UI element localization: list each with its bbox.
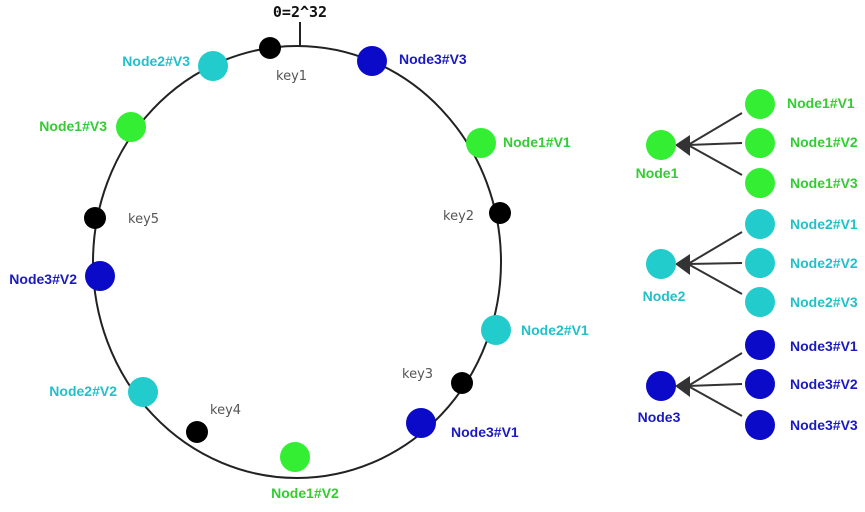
mapping-node1-v1 xyxy=(745,89,775,119)
vnode-node1-v3 xyxy=(116,112,146,142)
physical-node3-label: Node3 xyxy=(638,409,681,425)
mapping-node2: Node2 Node2#V1 Node2#V2 Node2#V3 xyxy=(643,209,858,317)
key3-dot xyxy=(451,372,473,394)
mapping-node1-v2-label: Node1#V2 xyxy=(790,134,858,150)
physical-node1 xyxy=(646,130,676,160)
arrow-head-icon xyxy=(675,135,690,156)
vnode-node2-v3 xyxy=(198,51,228,81)
mapping-node3-v1 xyxy=(745,330,775,360)
key4-label: key4 xyxy=(210,403,241,418)
key2-label: key2 xyxy=(443,209,474,224)
vnode-node3-v2-label: Node3#V2 xyxy=(9,271,77,287)
mapping-node3-v3 xyxy=(745,410,775,440)
physical-node2-label: Node2 xyxy=(643,288,686,304)
key5-dot xyxy=(84,207,106,229)
key2-dot xyxy=(489,202,511,224)
key4-dot xyxy=(186,421,208,443)
key1-label: key1 xyxy=(276,69,307,84)
mapping-node3: Node3 Node3#V1 Node3#V2 Node3#V3 xyxy=(638,330,858,440)
vnode-node3-v2 xyxy=(85,261,115,291)
vnode-node2-v1 xyxy=(481,315,511,345)
arrow-head-icon xyxy=(675,376,690,397)
vnode-node1-v1-label: Node1#V1 xyxy=(503,134,571,150)
mapping-node1-v2 xyxy=(745,128,775,158)
origin-label: 0=2^32 xyxy=(273,3,327,21)
vnode-node3-v1 xyxy=(406,408,436,438)
mapping-node2-v3 xyxy=(745,287,775,317)
vnode-node2-v1-label: Node2#V1 xyxy=(521,322,589,338)
vnode-node3-v3-label: Node3#V3 xyxy=(399,51,467,67)
vnode-node1-v2 xyxy=(280,442,310,472)
mapping-node2-v2 xyxy=(745,248,775,278)
vnode-node1-v2-label: Node1#V2 xyxy=(271,485,339,501)
mapping-node2-v2-label: Node2#V2 xyxy=(790,255,858,271)
vnode-node3-v1-label: Node3#V1 xyxy=(451,424,519,440)
mapping-node1-v3 xyxy=(745,168,775,198)
vnode-node2-v2-label: Node2#V2 xyxy=(49,383,117,399)
vnode-node2-v3-label: Node2#V3 xyxy=(122,53,190,69)
hash-ring xyxy=(92,45,502,479)
mapping-node1-v3-label: Node1#V3 xyxy=(790,175,858,191)
mapping-node3-v3-label: Node3#V3 xyxy=(790,417,858,433)
physical-node3 xyxy=(646,371,676,401)
physical-node2 xyxy=(646,249,676,279)
mapping-node2-v1-label: Node2#V1 xyxy=(790,216,858,232)
mapping-node3-v1-label: Node3#V1 xyxy=(790,338,858,354)
vnode-node1-v3-label: Node1#V3 xyxy=(39,118,107,134)
mapping-node2-v1 xyxy=(745,209,775,239)
arrow-head-icon xyxy=(675,254,690,275)
key5-label: key5 xyxy=(128,212,159,227)
physical-node1-label: Node1 xyxy=(636,165,679,181)
key3-label: key3 xyxy=(402,367,433,382)
mapping-node3-v2 xyxy=(745,369,775,399)
vnode-node3-v3 xyxy=(357,46,387,76)
key1-dot xyxy=(259,37,281,59)
vnode-node2-v2 xyxy=(128,377,158,407)
mapping-node1-v1-label: Node1#V1 xyxy=(787,95,855,111)
mapping-node1: Node1 Node1#V1 Node1#V2 Node1#V3 xyxy=(636,89,858,198)
mapping-node2-v3-label: Node2#V3 xyxy=(790,294,858,310)
mapping-node3-v2-label: Node3#V2 xyxy=(790,376,858,392)
vnode-node1-v1 xyxy=(466,128,496,158)
